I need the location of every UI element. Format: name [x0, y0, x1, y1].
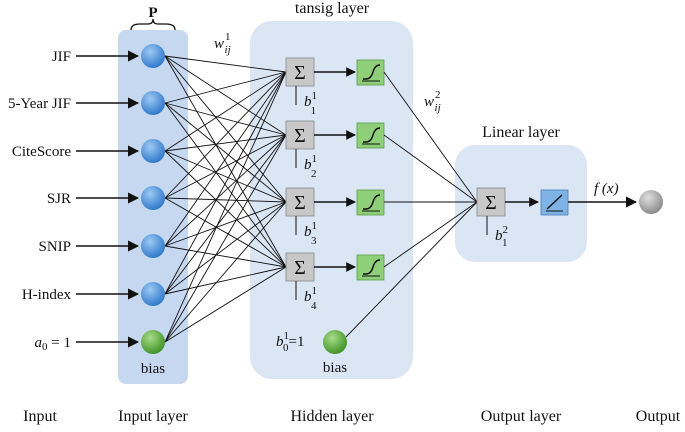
connection-line: [164, 55, 287, 203]
bottom-label-output-layer: Output layer: [481, 408, 562, 425]
input-label-jif: JIF: [52, 49, 71, 65]
hidden-layer-panel: [250, 21, 413, 379]
input-label-citescore: CiteScore: [12, 144, 71, 160]
connection-line: [164, 197, 287, 268]
connection-line: [164, 102, 287, 203]
output-node: [639, 190, 663, 214]
input-brace-icon: [130, 18, 176, 31]
tansig-icon: [363, 194, 381, 210]
output-sum-box: [476, 187, 506, 217]
connection-line: [164, 201, 287, 295]
connection-line: [164, 102, 287, 268]
bias-input-node-label: bias: [141, 361, 165, 377]
input-node: [141, 282, 165, 306]
input-node: [141, 234, 165, 258]
sum-icon: Σ: [294, 257, 306, 279]
input-label-sjr: SJR: [47, 191, 71, 207]
input-label-snip: SNIP: [38, 239, 71, 255]
connection-line: [164, 71, 287, 295]
connection-line: [164, 102, 287, 136]
connection-line: [164, 134, 287, 343]
connection-line: [164, 71, 287, 104]
connection-line: [164, 55, 287, 268]
tansig-icon: [363, 259, 381, 275]
bottom-label-hidden-layer: Hidden layer: [290, 408, 374, 425]
input-labels: JIF 5-Year JIF CiteScore SJR SNIP H-inde…: [8, 49, 72, 353]
connection-line: [164, 150, 287, 268]
brace-label: P: [148, 5, 157, 21]
sum-icon: Σ: [294, 125, 306, 147]
connection-line: [164, 266, 287, 343]
output-layer-panel: [455, 145, 587, 262]
input-hidden-connections: [164, 55, 287, 343]
hidden-bias-node: [323, 330, 347, 354]
input-arrows: [76, 50, 140, 348]
linear-icon: [546, 194, 563, 210]
connection-line: [164, 134, 287, 295]
connection-line: [164, 134, 287, 247]
connection-line: [164, 201, 287, 343]
connection-line: [164, 201, 287, 247]
bias-input-node: [141, 330, 165, 354]
input-node: [141, 91, 165, 115]
connection-line: [164, 134, 287, 199]
fx-label: f (x): [594, 181, 619, 197]
sum-icon: Σ: [294, 192, 306, 214]
input-label-5yr-jif: 5-Year JIF: [8, 96, 71, 112]
connection-line: [164, 150, 287, 203]
input-label-h-index: H-index: [22, 287, 72, 303]
connection-line: [164, 71, 287, 152]
connection-line: [164, 197, 287, 203]
connection-line: [164, 245, 287, 268]
bottom-label-input-layer: Input layer: [118, 408, 188, 425]
tansig-icon: [363, 127, 381, 143]
hidden-bias-caption: bias: [323, 360, 347, 376]
connection-line: [164, 55, 287, 73]
tansig-icon: [363, 64, 381, 80]
connection-line: [164, 266, 287, 295]
input-node: [141, 139, 165, 163]
bias-input-label: a0 = 1: [35, 335, 71, 353]
output-layer-title: Linear layer: [482, 124, 560, 141]
hidden-output-connections: [345, 71, 478, 338]
connection-line: [164, 134, 287, 152]
connection-line: [164, 71, 287, 247]
sum-icon: Σ: [294, 62, 306, 84]
connection-line: [164, 55, 287, 136]
input-node: [141, 44, 165, 68]
bottom-label-output: Output: [636, 408, 681, 425]
sum-icon: Σ: [485, 192, 497, 214]
input-nodes: [141, 44, 165, 354]
input-node: [141, 186, 165, 210]
bottom-label-input: Input: [23, 408, 57, 425]
connection-line: [164, 71, 287, 343]
hidden-layer-title: tansig layer: [295, 0, 370, 17]
connection-line: [164, 71, 287, 199]
